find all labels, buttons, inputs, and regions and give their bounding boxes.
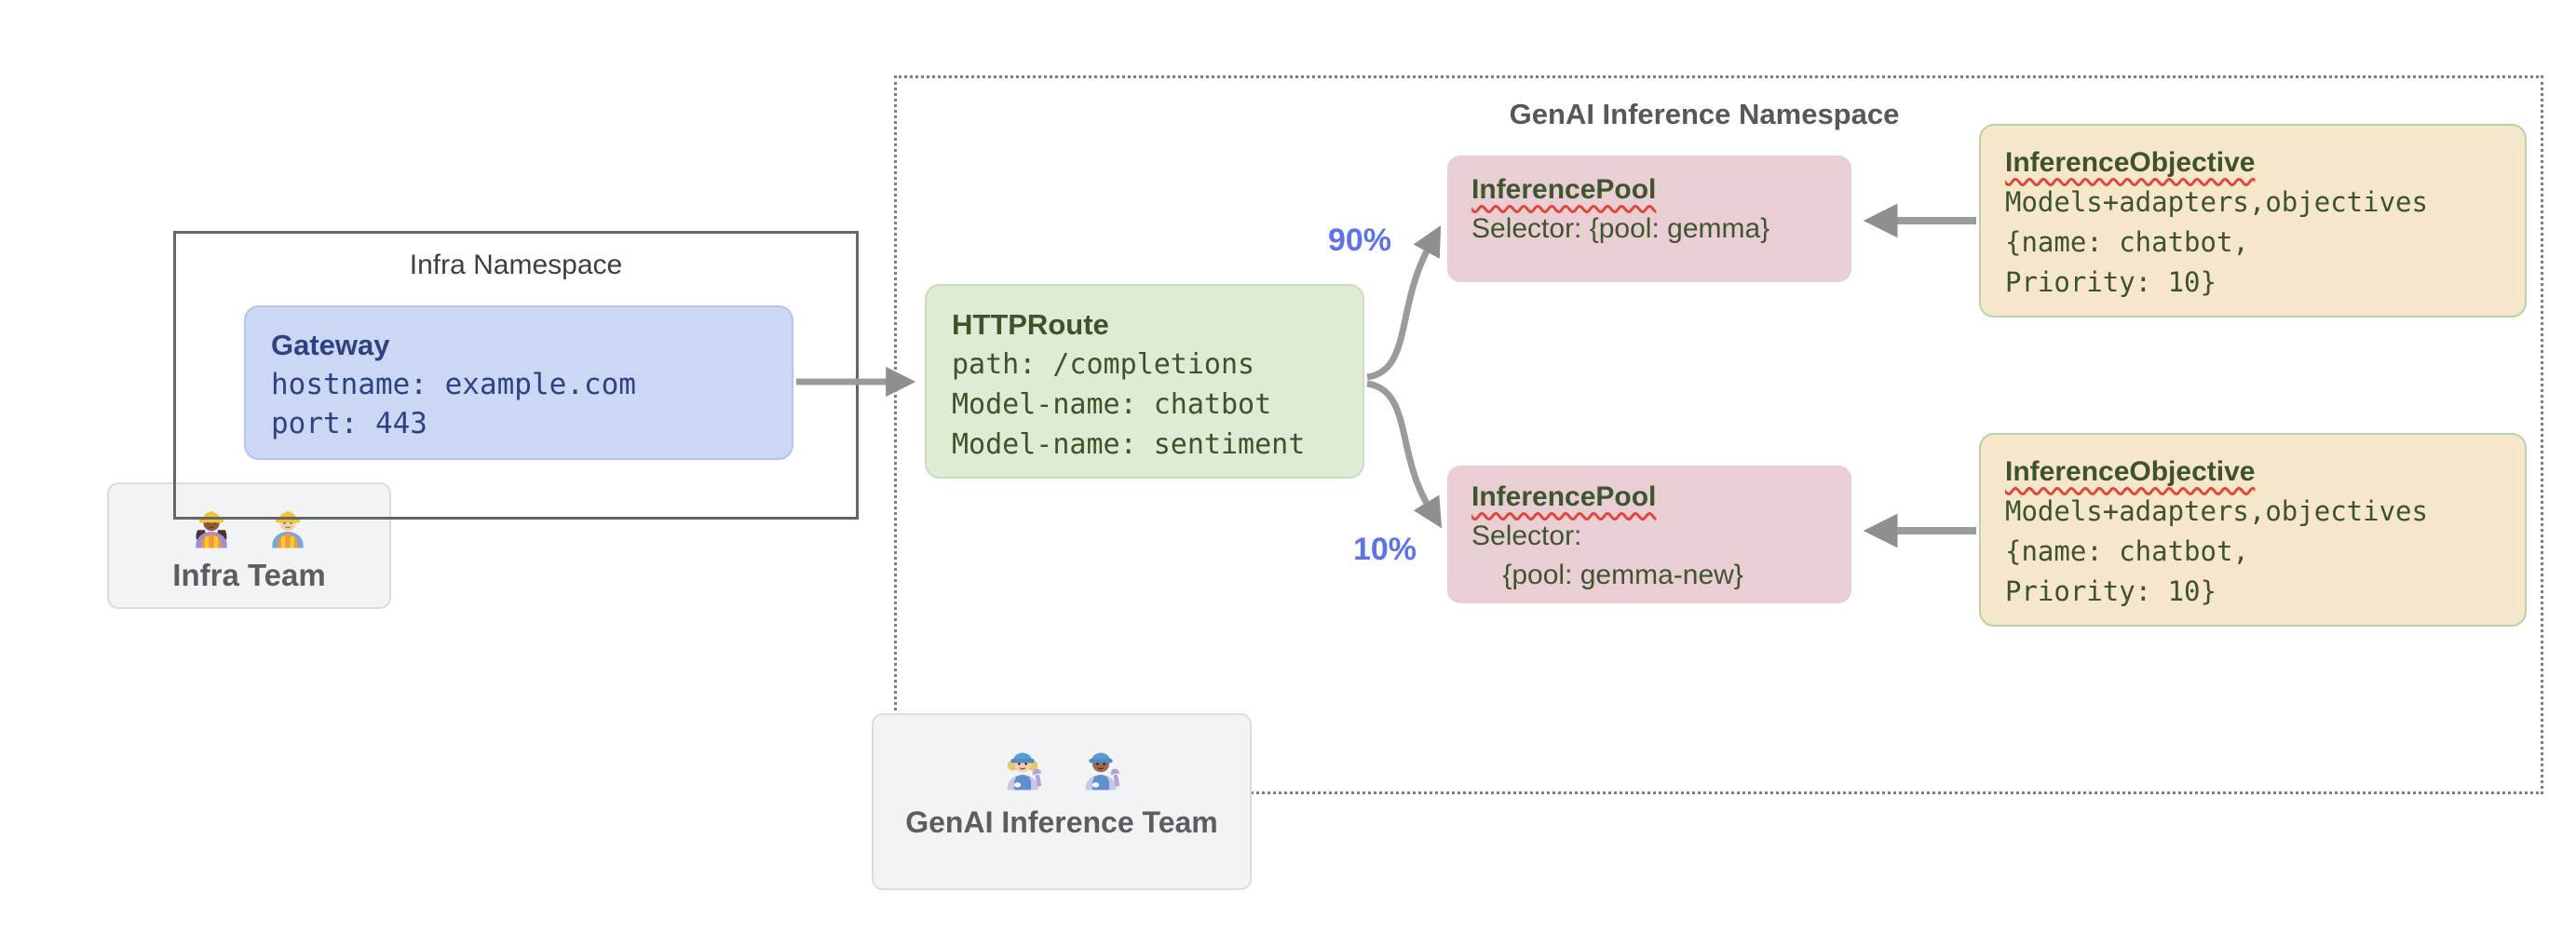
inference-pool-selector: Selector: {pool: gemma} (1471, 213, 1770, 244)
objective-models-line: Models+adapters,objectives (2005, 495, 2428, 527)
httproute-path: path: /completions (952, 348, 1255, 381)
genai-namespace-title: GenAI Inference Namespace (1509, 98, 1900, 130)
woman-mechanic-icon (996, 739, 1050, 798)
objective-priority-line: Priority: 10} (2005, 266, 2217, 298)
traffic-split-90-label: 90% (1327, 223, 1392, 258)
inference-objective-bottom-card: InferenceObjective Models+adapters,objec… (1979, 433, 2527, 627)
genai-namespace-box (894, 75, 2543, 794)
inference-pool-gemma-new-card: InferencePool Selector: {pool: gemma-new… (1447, 466, 1851, 603)
inference-objective-top-card: InferenceObjective Models+adapters,objec… (1979, 124, 2527, 318)
inference-objective-title: InferenceObjective (2005, 456, 2256, 487)
httproute-title: HTTPRoute (952, 308, 1109, 341)
genai-team-label: GenAI Inference Team (905, 805, 1218, 839)
inference-pool-selector: Selector: (1471, 521, 1582, 551)
httproute-model-sentiment: Model-name: sentiment (952, 428, 1306, 461)
objective-name-line: {name: chatbot, (2005, 535, 2249, 567)
infra-namespace-box (173, 231, 859, 520)
inference-pool-selector-value: {pool: gemma-new} (1471, 560, 1743, 590)
infra-namespace-title: Infra Namespace (409, 250, 623, 280)
gateway-port: port: 443 (271, 407, 427, 440)
infra-team-card: Infra Team (107, 482, 391, 609)
gateway-title: Gateway (271, 329, 390, 361)
gateway-card: Gateway hostname: example.com port: 443 (244, 305, 793, 460)
inference-pool-title: InferencePool (1471, 481, 1657, 512)
inference-pool-title: InferencePool (1471, 174, 1657, 205)
genai-inference-team-card: GenAI Inference Team (872, 713, 1252, 890)
httproute-model-chatbot: Model-name: chatbot (952, 388, 1272, 421)
inference-pool-gemma-card: InferencePool Selector: {pool: gemma} (1447, 156, 1851, 282)
inference-objective-title: InferenceObjective (2005, 147, 2256, 178)
objective-priority-line: Priority: 10} (2005, 575, 2217, 607)
traffic-split-10-label: 10% (1352, 532, 1417, 567)
httproute-card: HTTPRoute path: /completions Model-name:… (925, 284, 1364, 479)
man-mechanic-icon (1074, 739, 1128, 798)
gateway-hostname: hostname: example.com (271, 368, 636, 401)
infra-team-label: Infra Team (172, 558, 326, 592)
objective-name-line: {name: chatbot, (2005, 226, 2249, 258)
objective-models-line: Models+adapters,objectives (2005, 186, 2428, 218)
